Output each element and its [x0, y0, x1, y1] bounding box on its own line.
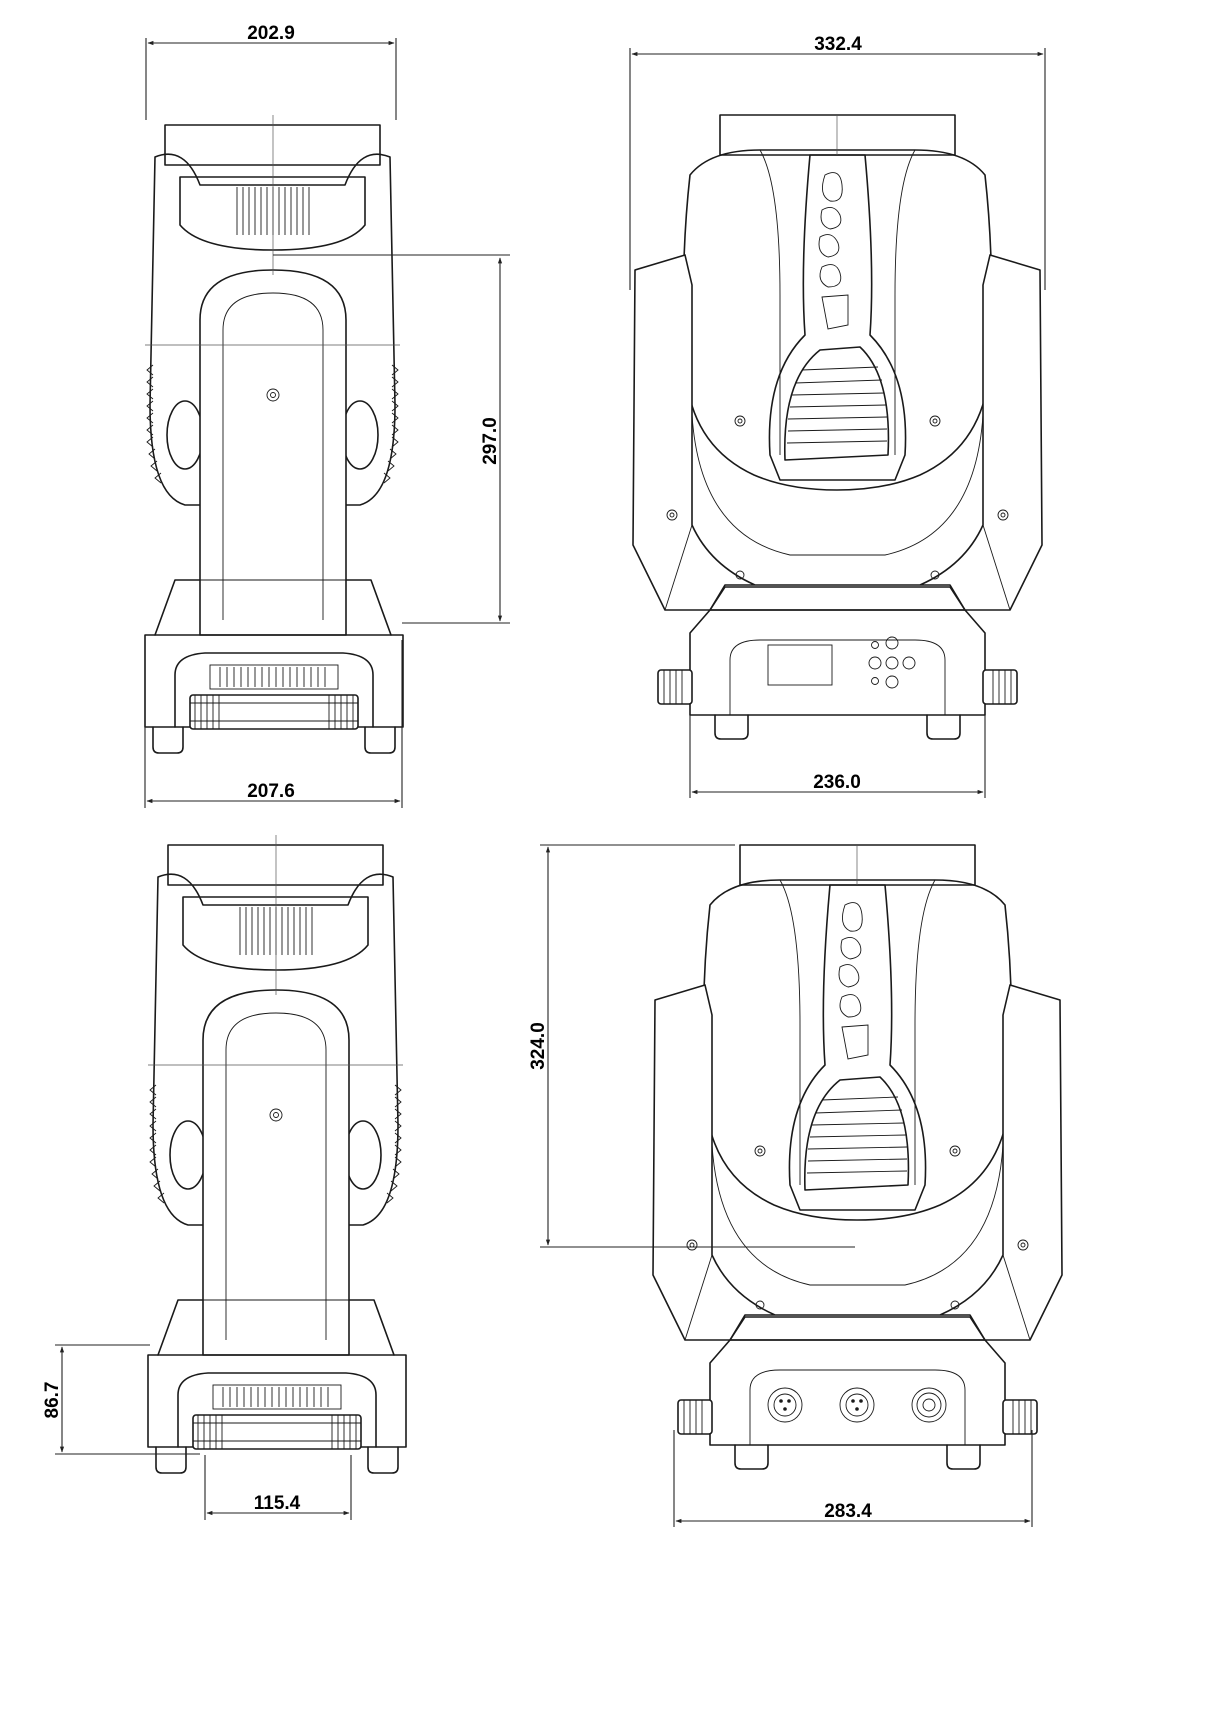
side-view-bottom [147, 834, 407, 1474]
dim-label-86-7: 86.7 [42, 1382, 63, 1419]
front-view-bottom [652, 844, 1063, 1470]
dim-top-right-width: 332.4 [629, 34, 1046, 290]
dim-top-left-height: 297.0 [273, 254, 510, 624]
dim-bottom-left-base: 115.4 [204, 1455, 352, 1520]
dim-label-283-4: 283.4 [824, 1501, 872, 1522]
dim-top-right-base: 236.0 [689, 715, 986, 798]
dim-label-202-9: 202.9 [247, 23, 295, 44]
dim-label-332-4: 332.4 [814, 34, 862, 55]
dim-top-left-base: 207.6 [144, 640, 403, 808]
front-view-top [632, 114, 1043, 740]
dim-label-324-0: 324.0 [528, 1022, 549, 1070]
dim-bottom-right-height: 324.0 [528, 844, 855, 1248]
side-view-top [144, 114, 404, 754]
dim-bottom-right-base: 283.4 [673, 1430, 1033, 1527]
dim-label-115-4: 115.4 [254, 1493, 301, 1514]
dim-label-236-0: 236.0 [813, 772, 861, 793]
dim-bottom-left-height: 86.7 [42, 1344, 200, 1455]
dim-label-207-6: 207.6 [247, 781, 295, 802]
dim-top-left-width: 202.9 [145, 23, 397, 120]
dim-label-297-0: 297.0 [480, 417, 501, 465]
